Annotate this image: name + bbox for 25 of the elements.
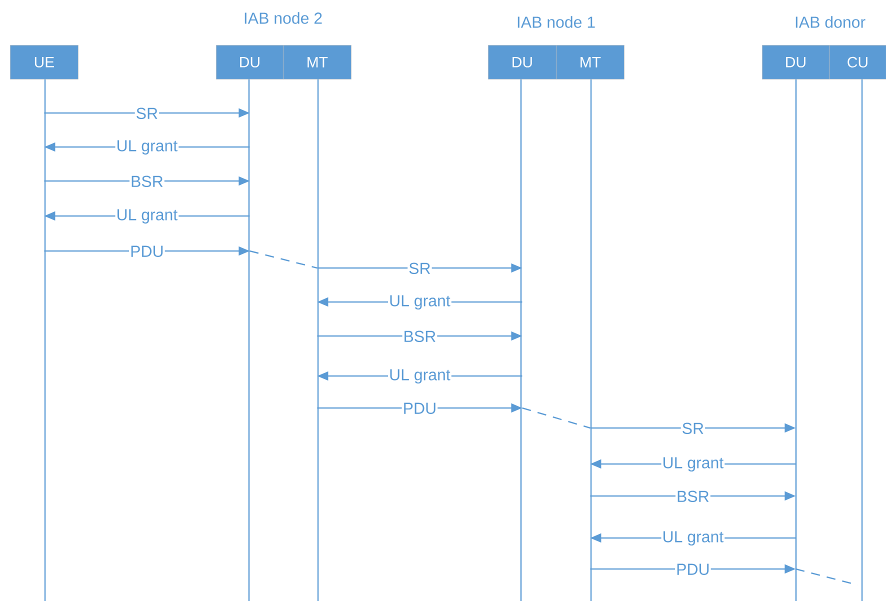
group-title: IAB donor <box>796 16 866 28</box>
edge-label: BSR <box>130 174 164 188</box>
edge-label: UL grant <box>115 139 179 156</box>
edge-label: BSR <box>402 330 438 344</box>
edge-label: PDU <box>675 562 711 576</box>
participant-box: DU <box>762 45 830 80</box>
participant-box: DU <box>216 45 284 80</box>
participant-box: UE <box>10 45 78 80</box>
edge-label: UL grant <box>115 208 179 225</box>
participant-box: CU <box>829 45 886 80</box>
edge-label: BSR <box>676 490 710 504</box>
edge-label: SR <box>134 106 160 120</box>
edge-label: SR <box>680 422 706 436</box>
edge-label: PDU <box>402 402 438 415</box>
participant-box: MT <box>556 45 624 80</box>
edge-label: SR <box>408 262 432 276</box>
edge-label: UL grant <box>661 530 725 547</box>
participant-box: MT <box>283 45 352 80</box>
group-title: IAB node 1 <box>518 16 595 28</box>
edge-label: UL grant <box>661 456 725 473</box>
edge-label: PDU <box>129 244 165 258</box>
participant-box: DU <box>488 45 556 80</box>
edge-label: UL grant <box>388 294 452 311</box>
edge-label: UL grant <box>388 368 452 385</box>
group-title: IAB node 2 <box>244 12 322 24</box>
